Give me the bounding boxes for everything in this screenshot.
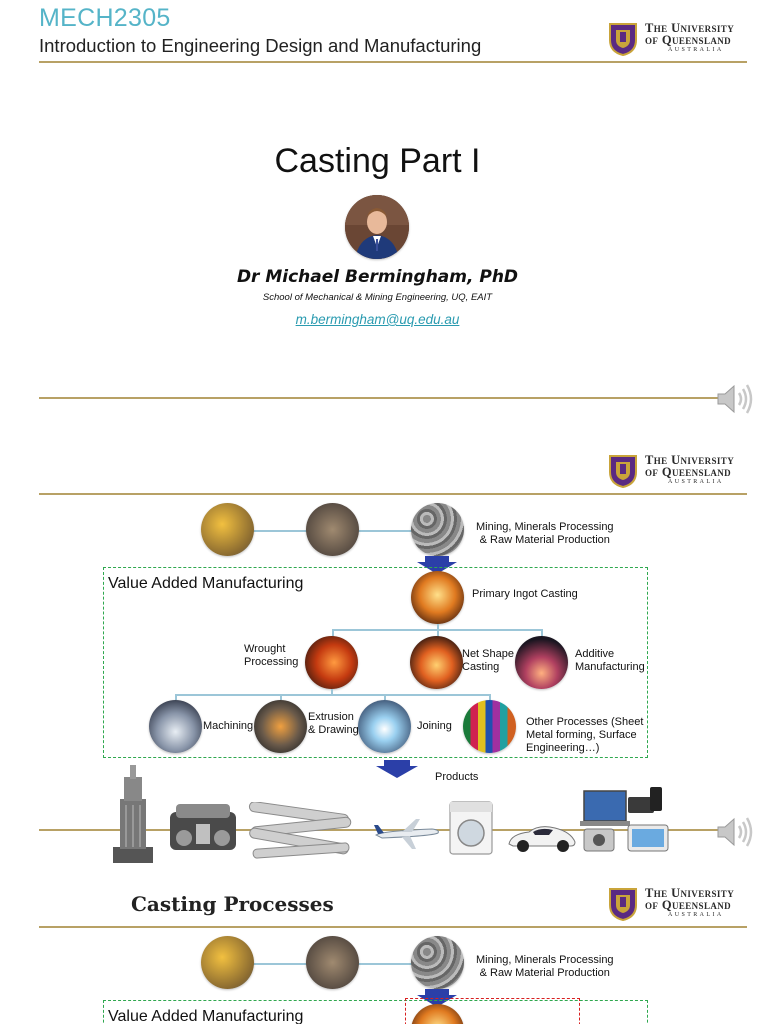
footer-rule	[39, 397, 719, 399]
label-net-shape: Net Shape Casting	[462, 648, 514, 673]
uq-name-line2: of Queensland	[645, 465, 732, 479]
course-title: Introduction to Engineering Design and M…	[39, 35, 482, 56]
header-rule	[39, 493, 747, 495]
label-extrusion: Extrusion & Drawing	[308, 711, 359, 736]
uq-crest-icon	[609, 23, 637, 56]
mining-plant-image	[306, 936, 359, 989]
connector-v2	[437, 624, 439, 637]
machining-image	[149, 700, 202, 753]
arrow-down-icon	[417, 556, 457, 574]
uq-name-line3: AUSTRALIA	[668, 47, 724, 53]
author-email-link[interactable]: m.bermingham@uq.edu.au	[295, 312, 460, 327]
extrusion-image	[254, 700, 307, 753]
slide-title-text: Casting Processes	[131, 892, 334, 916]
connector-v8	[489, 694, 491, 700]
connector-branch	[332, 629, 541, 631]
electronics-image	[580, 787, 669, 852]
sports-car-image	[508, 826, 576, 852]
label-joining: Joining	[417, 720, 452, 732]
header-rule	[39, 926, 747, 928]
engine-image	[170, 804, 236, 850]
audio-speaker-icon[interactable]	[714, 812, 754, 852]
uq-name-line3: AUSTRALIA	[668, 912, 724, 918]
header-rule	[39, 61, 747, 63]
connector-v4	[331, 689, 333, 695]
highlight-box	[405, 998, 580, 1024]
skyscraper-image	[113, 765, 153, 863]
uq-name-line1: The University	[645, 886, 735, 900]
mining-plant-image	[306, 503, 359, 556]
connector-v1	[332, 629, 334, 637]
course-code: MECH2305	[39, 4, 171, 32]
wrought-processing-image	[305, 636, 358, 689]
uq-name-line3: AUSTRALIA	[668, 479, 724, 485]
label-mining: Mining, Minerals Processing & Raw Materi…	[476, 954, 614, 979]
audio-speaker-icon[interactable]	[714, 379, 754, 419]
washing-machine-image	[449, 801, 493, 855]
primary-ingot-image	[411, 1004, 464, 1024]
mining-excavator-image	[201, 936, 254, 989]
label-machining: Machining	[203, 720, 254, 732]
author-name: Dr Michael Bermingham, PhD	[236, 267, 519, 287]
label-mining: Mining, Minerals Processing & Raw Materi…	[476, 521, 614, 546]
uq-name-line1: The University	[645, 21, 735, 35]
slide-title: MECH2305 Introduction to Engineering Des…	[0, 0, 768, 430]
uq-crest-icon	[609, 888, 637, 921]
value-added-box	[103, 1000, 648, 1024]
joining-image	[358, 700, 411, 753]
other-processes-image	[463, 700, 516, 753]
uq-logo: The University of Queensland AUSTRALIA	[608, 452, 753, 492]
label-primary-ingot: Primary Ingot Casting	[472, 588, 578, 600]
label-additive: Additive Manufacturing	[575, 648, 645, 673]
connector-v6	[280, 694, 282, 700]
connector-v3	[541, 629, 543, 637]
author-photo	[345, 195, 409, 259]
slide-manufacturing-flow: The University of Queensland AUSTRALIA M…	[0, 432, 768, 867]
metal-pipes-image	[248, 802, 352, 859]
mining-excavator-image	[201, 503, 254, 556]
net-shape-casting-image	[410, 636, 463, 689]
uq-logo: The University of Queensland AUSTRALIA	[608, 20, 753, 60]
additive-manufacturing-image	[515, 636, 568, 689]
uq-name-line2: of Queensland	[645, 898, 732, 912]
value-added-label: Value Added Manufacturing	[108, 1008, 304, 1024]
slide-title-text: Casting Part I	[274, 142, 481, 180]
raw-ore-image	[411, 936, 464, 989]
primary-ingot-image	[411, 571, 464, 624]
airplane-image	[374, 819, 439, 849]
value-added-label: Value Added Manufacturing	[108, 575, 304, 592]
uq-logo: The University of Queensland AUSTRALIA	[608, 885, 753, 925]
connector-v7	[384, 694, 386, 700]
arrow-down-icon	[376, 760, 418, 778]
connector-v5	[175, 694, 177, 700]
value-added-box	[103, 567, 648, 758]
label-wrought: Wrought Processing	[244, 643, 299, 668]
uq-crest-icon	[609, 455, 637, 488]
label-other-processes: Other Processes (Sheet Metal forming, Su…	[526, 716, 644, 754]
uq-name-line1: The University	[645, 453, 735, 467]
raw-ore-image	[411, 503, 464, 556]
uq-name-line2: of Queensland	[645, 33, 732, 47]
author-school: School of Mechanical & Mining Engineerin…	[262, 292, 493, 303]
label-products: Products	[435, 771, 479, 783]
slide-casting-processes: Casting Processes The University of Quee…	[0, 865, 768, 1024]
